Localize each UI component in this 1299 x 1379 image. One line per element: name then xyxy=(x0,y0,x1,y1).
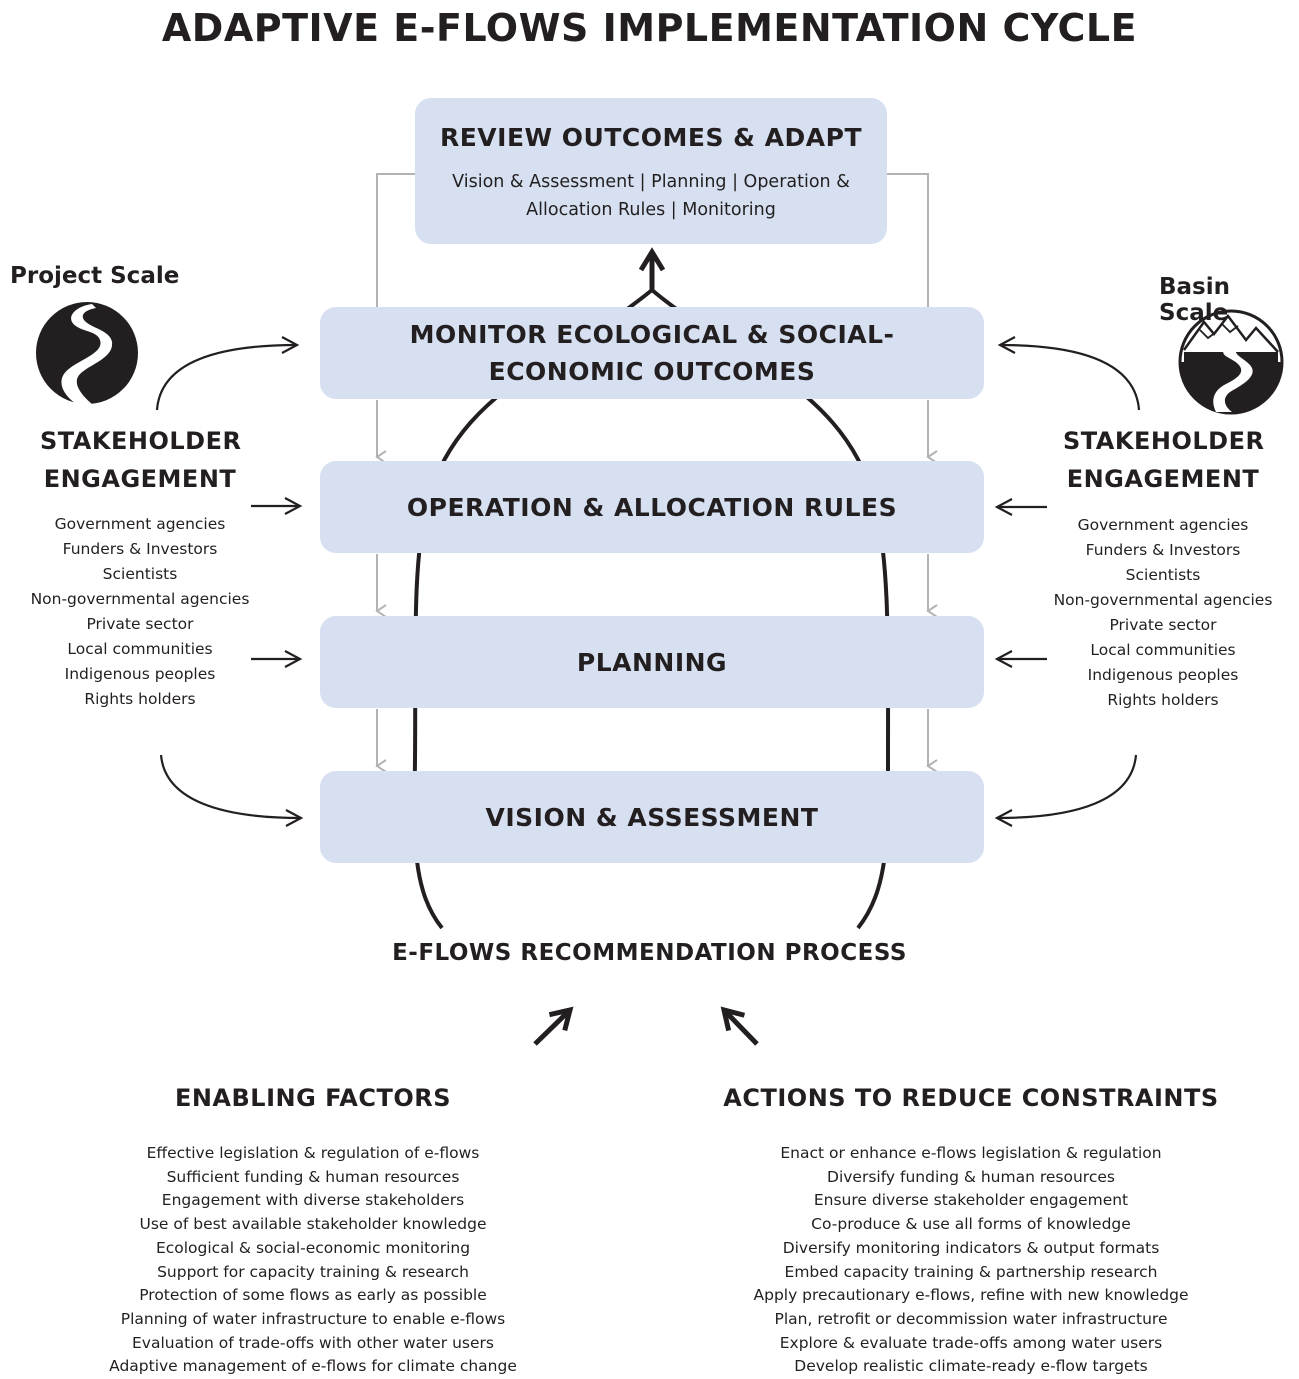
list-item: Funders & Investors xyxy=(62,540,218,558)
list-item: Plan, retrofit or decommission water inf… xyxy=(774,1309,1168,1328)
basin-scale-label: Basin Scale xyxy=(1159,274,1230,326)
list-item: Scientists xyxy=(1125,566,1201,584)
list-item: Scientists xyxy=(102,565,178,583)
planning-box: PLANNING xyxy=(320,616,984,708)
list-item: Local communities xyxy=(1090,641,1236,659)
list-item: Diversify monitoring indicators & output… xyxy=(782,1238,1160,1257)
list-item: Funders & Investors xyxy=(1085,541,1241,559)
planning-title: PLANNING xyxy=(576,647,728,677)
actions-list: Enact or enhance e-flows legislation & r… xyxy=(721,1142,1221,1379)
list-item: Government agencies xyxy=(54,515,226,533)
left-stakeholder-heading: STAKEHOLDER ENGAGEMENT xyxy=(40,427,242,493)
project-scale-label: Project Scale xyxy=(10,263,180,289)
list-item: Effective legislation & regulation of e-… xyxy=(146,1144,480,1162)
review-outcomes-box: REVIEW OUTCOMES & ADAPT Vision & Assessm… xyxy=(415,98,887,244)
list-item: Diversify funding & human resources xyxy=(827,1167,1115,1186)
list-item: Rights holders xyxy=(84,690,196,708)
vision-assessment-box: VISION & ASSESSMENT xyxy=(320,771,984,863)
operation-title: OPERATION & ALLOCATION RULES xyxy=(406,492,898,522)
feedback-line-right xyxy=(887,173,929,307)
list-item: Explore & evaluate trade-offs among wate… xyxy=(779,1333,1163,1352)
right-curve-arrow-top xyxy=(997,336,1141,411)
page-title: ADAPTIVE E-FLOWS IMPLEMENTATION CYCLE xyxy=(161,6,1138,50)
list-item: Indigenous peoples xyxy=(1087,666,1239,684)
list-item: Apply precautionary e-flows, refine with… xyxy=(753,1286,1189,1305)
enabling-factors-list: Effective legislation & regulation of e-… xyxy=(83,1142,543,1379)
list-item: Protection of some flows as early as pos… xyxy=(139,1286,487,1305)
list-item: Evaluation of trade-offs with other wate… xyxy=(132,1333,494,1352)
actions-heading: ACTIONS TO REDUCE CONSTRAINTS xyxy=(723,1084,1219,1112)
list-item: Planning of water infrastructure to enab… xyxy=(120,1309,506,1328)
list-item: Private sector xyxy=(86,615,194,633)
list-item: Indigenous peoples xyxy=(64,665,216,683)
list-item: Ensure diverse stakeholder engagement xyxy=(813,1191,1129,1210)
vision-title: VISION & ASSESSMENT xyxy=(485,802,819,832)
review-title: REVIEW OUTCOMES & ADAPT xyxy=(439,122,863,152)
list-item: Enact or enhance e-flows legislation & r… xyxy=(780,1144,1162,1162)
recommendation-process-label: E-FLOWS RECOMMENDATION PROCESS xyxy=(392,940,907,966)
list-item: Rights holders xyxy=(1107,691,1219,709)
actions-arrow xyxy=(720,1006,759,1046)
list-item: Support for capacity training & research xyxy=(157,1262,469,1281)
list-item: Engagement with diverse stakeholders xyxy=(161,1191,465,1210)
operation-rules-box: OPERATION & ALLOCATION RULES xyxy=(320,461,984,553)
list-item: Co-produce & use all forms of knowledge xyxy=(811,1215,1131,1234)
list-item: Non-governmental agencies xyxy=(30,590,250,608)
list-item: Private sector xyxy=(1109,616,1217,634)
river-icon xyxy=(36,302,138,404)
list-item: Non-governmental agencies xyxy=(1053,591,1273,609)
list-item: Sufficient funding & human resources xyxy=(166,1167,460,1186)
list-item: Use of best available stakeholder knowle… xyxy=(139,1215,487,1234)
enabling-factors-heading: ENABLING FACTORS xyxy=(174,1084,452,1112)
list-item: Adaptive management of e-flows for clima… xyxy=(109,1357,517,1376)
right-stakeholder-list: Government agencies Funders & Investors … xyxy=(1043,513,1283,713)
list-item: Develop realistic climate-ready e-flow t… xyxy=(794,1357,1148,1376)
left-stakeholder-list: Government agencies Funders & Investors … xyxy=(20,512,260,712)
left-curve-arrow-bottom xyxy=(159,754,304,827)
monitor-title: MONITOR ECOLOGICAL & SOCIAL-ECONOMIC OUT… xyxy=(409,320,895,386)
list-item: Government agencies xyxy=(1077,516,1249,534)
enabling-factors-arrow xyxy=(533,1006,574,1046)
list-item: Embed capacity training & partnership re… xyxy=(784,1262,1158,1281)
left-curve-arrow-top xyxy=(155,336,300,411)
review-subtitle: Vision & Assessment | Planning | Operati… xyxy=(452,171,850,220)
right-stakeholder-heading: STAKEHOLDER ENGAGEMENT xyxy=(1063,427,1265,493)
right-curve-arrow-bottom xyxy=(994,754,1138,827)
feedback-line-left xyxy=(376,173,415,307)
list-item: Local communities xyxy=(67,640,213,658)
mountain-river-icon xyxy=(1178,309,1284,415)
monitor-outcomes-box: MONITOR ECOLOGICAL & SOCIAL-ECONOMIC OUT… xyxy=(320,307,984,399)
list-item: Ecological & social-economic monitoring xyxy=(155,1238,471,1257)
